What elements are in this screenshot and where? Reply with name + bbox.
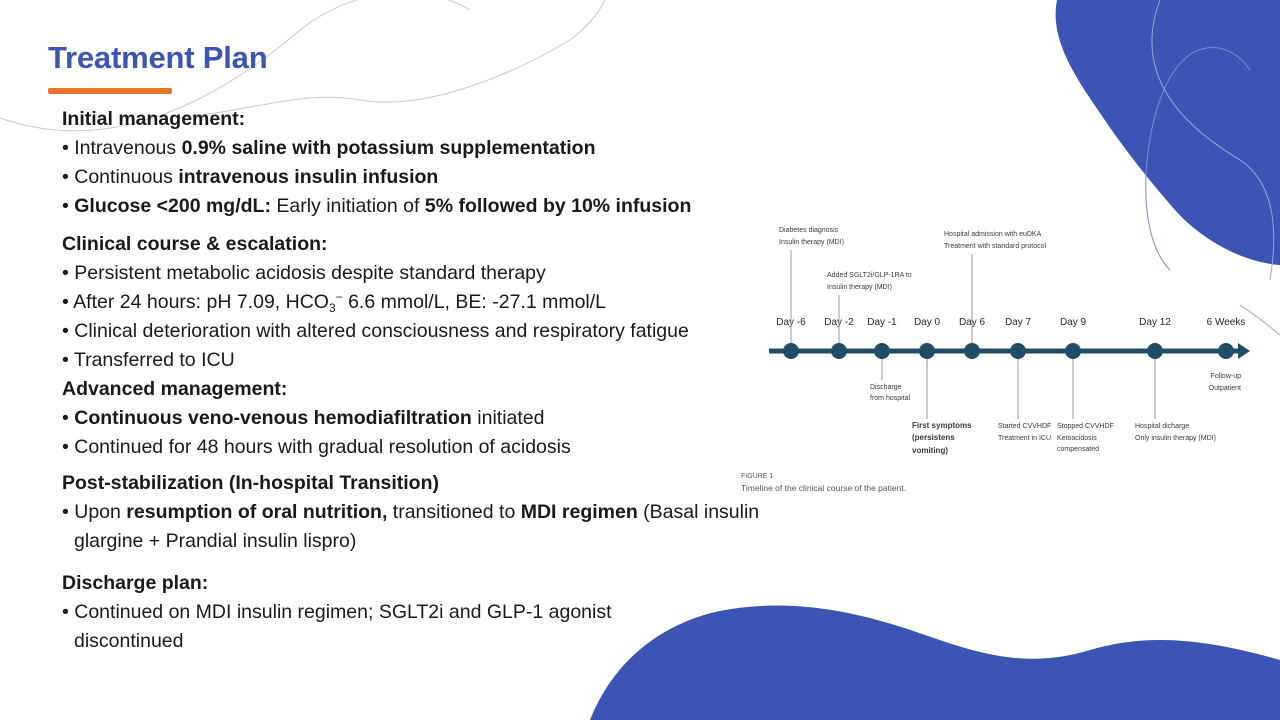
timeline-annotation: Only insulin therapy (MDI) — [1135, 435, 1216, 442]
timeline-arrowhead — [1238, 343, 1250, 359]
timeline-node — [1218, 343, 1234, 359]
timeline-annotation: Treatment in ICU — [998, 435, 1051, 442]
timeline-day-label: Day 0 — [914, 317, 941, 328]
timeline-annotation: Hospital dicharge — [1135, 423, 1189, 430]
timeline-annotation: vomiting) — [912, 446, 948, 455]
timeline-node — [1065, 343, 1081, 359]
timeline-annotation: Added SGLT2i/GLP-1RA to — [827, 272, 912, 279]
timeline-annotation: Treatment with standard protocol — [944, 243, 1047, 250]
bullet-cvvhdf: • Continuous veno-venous hemodiafiltrati… — [62, 407, 545, 429]
timeline-day-label: Day -1 — [867, 317, 897, 328]
timeline-annotation: Started CVVHDF — [998, 423, 1051, 430]
section-heading-clinical: Clinical course & escalation: — [62, 233, 328, 255]
timeline-annotation: Diabetes diagnosis — [779, 227, 839, 234]
timeline-annotation: Hospital admission with euDKA — [944, 231, 1042, 238]
timeline-node — [831, 343, 847, 359]
figure-caption: Timeline of the clinical course of the p… — [741, 483, 906, 493]
bullet-acidosis: • Persistent metabolic acidosis despite … — [62, 262, 546, 284]
section-heading-initial: Initial management: — [62, 108, 246, 130]
bullet-insulin-infusion: • Continuous intravenous insulin infusio… — [62, 166, 439, 188]
decorative-curve-right — [1151, 0, 1275, 281]
bottom-blob — [590, 605, 1280, 720]
timeline-day-label: Day 7 — [1005, 317, 1032, 328]
section-heading-post: Post-stabilization (In-hospital Transiti… — [62, 472, 440, 494]
timeline-day-label: 6 Weeks — [1207, 317, 1246, 328]
timeline-annotation: (persistens — [912, 433, 955, 442]
timeline-annotation: Insulin therapy (MDI) — [779, 239, 844, 246]
timeline-annotation: Outpatient — [1209, 385, 1241, 392]
bullet-discharge: • Continued on MDI insulin regimen; SGLT… — [62, 601, 612, 652]
timeline-annotation: from hospital — [870, 395, 911, 402]
section-heading-discharge: Discharge plan: — [62, 572, 209, 594]
bullet-saline: • Intravenous 0.9% saline with potassium… — [62, 137, 596, 159]
title-accent-bar — [48, 88, 172, 94]
slide-content: Initial management: • Intravenous 0.9% s… — [62, 105, 822, 656]
bullet-48-hours: • Continued for 48 hours with gradual re… — [62, 436, 571, 458]
decorative-curve-edge — [1239, 304, 1280, 336]
timeline-annotation: compensated — [1057, 446, 1099, 453]
decorative-curve-mid — [174, 0, 606, 119]
timeline-day-label: Day 12 — [1139, 317, 1171, 328]
timeline-node — [874, 343, 890, 359]
timeline-day-label: Day 9 — [1060, 317, 1087, 328]
decorative-curve-top — [0, 0, 471, 132]
timeline-annotation: Stopped CVVHDF — [1057, 423, 1114, 430]
top-right-blob — [1055, 0, 1280, 265]
bullet-mdi-transition: • Upon resumption of oral nutrition, tra… — [62, 501, 760, 552]
timeline-node — [919, 343, 935, 359]
bullet-deterioration: • Clinical deterioration with altered co… — [62, 320, 689, 342]
decorative-loop-right — [1145, 47, 1251, 271]
timeline-annotation: Discharge — [870, 384, 902, 391]
timeline-annotation: First symptoms — [912, 421, 972, 430]
timeline-node — [1010, 343, 1026, 359]
timeline-annotation: Ketoacidosis — [1057, 435, 1097, 442]
timeline-node — [964, 343, 980, 359]
timeline-node — [783, 343, 799, 359]
bullet-glucose: • Glucose <200 mg/dL: Early initiation o… — [62, 195, 692, 217]
bullet-labs: • After 24 hours: pH 7.09, HCO3− 6.6 mmo… — [62, 290, 607, 315]
timeline-annotation: Insulin therapy (MDI) — [827, 284, 892, 291]
bullet-icu: • Transferred to ICU — [62, 349, 235, 371]
slide-title: Treatment Plan — [48, 40, 268, 75]
timeline-node — [1147, 343, 1163, 359]
figure-label: FIGURE 1 — [741, 473, 773, 480]
timeline-annotation: Follow-up — [1211, 373, 1241, 380]
section-heading-advanced: Advanced management: — [62, 378, 288, 400]
